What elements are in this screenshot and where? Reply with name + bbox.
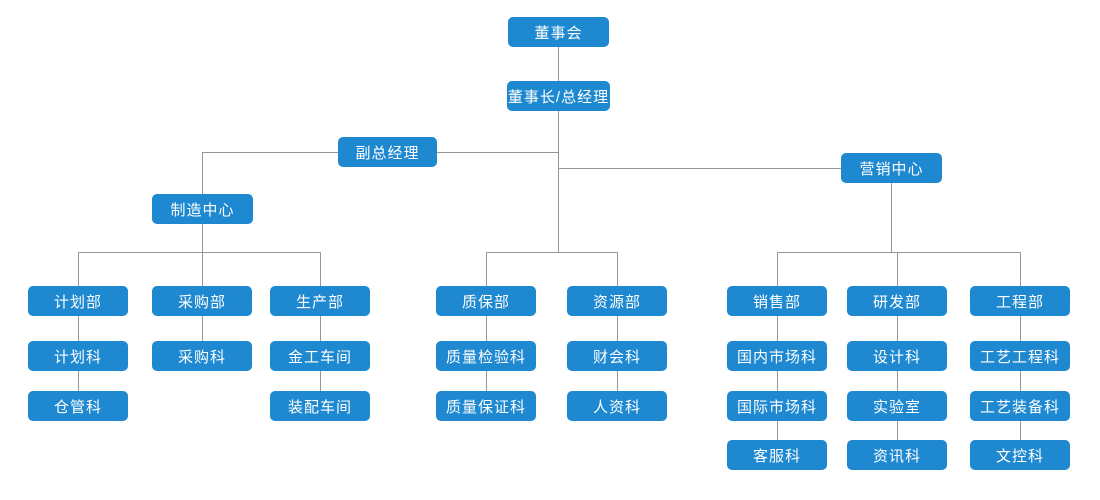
- connector-row2-row3: [78, 371, 1021, 391]
- org-node-domestic-market-section[interactable]: 国内市场科: [727, 341, 827, 371]
- org-node-resources-dept[interactable]: 资源部: [567, 286, 667, 316]
- org-node-intl-market-section[interactable]: 国际市场科: [727, 391, 827, 421]
- org-node-manufacturing-center[interactable]: 制造中心: [152, 194, 253, 224]
- org-node-design-section[interactable]: 设计科: [847, 341, 947, 371]
- connector-depts-row2: [78, 316, 1021, 341]
- org-node-purchasing-section[interactable]: 采购科: [152, 341, 252, 371]
- connector-marketing-children: [777, 252, 1021, 286]
- org-node-planning-dept[interactable]: 计划部: [28, 286, 128, 316]
- connector-manufacturing-children: [78, 252, 321, 286]
- org-node-laboratory[interactable]: 实验室: [847, 391, 947, 421]
- connector-row3-row4: [777, 421, 1021, 440]
- org-node-chairman-gm[interactable]: 董事长/总经理: [507, 81, 610, 111]
- org-node-document-control-section[interactable]: 文控科: [970, 440, 1070, 470]
- org-node-purchasing-dept[interactable]: 采购部: [152, 286, 252, 316]
- org-node-customer-service-section[interactable]: 客服科: [727, 440, 827, 470]
- org-node-warehouse-section[interactable]: 仓管科: [28, 391, 128, 421]
- org-node-rd-dept[interactable]: 研发部: [847, 286, 947, 316]
- org-node-quality-assurance-section[interactable]: 质量保证科: [436, 391, 536, 421]
- org-node-assembly-shop[interactable]: 装配车间: [270, 391, 370, 421]
- connector-deputy-gm-manufacturing-center: [202, 152, 338, 194]
- org-node-qa-dept[interactable]: 质保部: [436, 286, 536, 316]
- org-node-hr-section[interactable]: 人资科: [567, 391, 667, 421]
- connector-chairman-middle-depts: [486, 252, 618, 286]
- org-node-board[interactable]: 董事会: [508, 17, 609, 47]
- org-node-metalwork-shop[interactable]: 金工车间: [270, 341, 370, 371]
- org-node-process-equipment-section[interactable]: 工艺装备科: [970, 391, 1070, 421]
- org-node-deputy-gm[interactable]: 副总经理: [338, 137, 437, 167]
- org-node-process-engineering-section[interactable]: 工艺工程科: [970, 341, 1070, 371]
- org-node-quality-inspection-section[interactable]: 质量检验科: [436, 341, 536, 371]
- org-node-finance-accounting-section[interactable]: 财会科: [567, 341, 667, 371]
- org-node-marketing-center[interactable]: 营销中心: [841, 153, 942, 183]
- org-node-planning-section[interactable]: 计划科: [28, 341, 128, 371]
- org-node-production-dept[interactable]: 生产部: [270, 286, 370, 316]
- org-node-engineering-dept[interactable]: 工程部: [970, 286, 1070, 316]
- org-node-info-section[interactable]: 资讯科: [847, 440, 947, 470]
- org-node-sales-dept[interactable]: 销售部: [727, 286, 827, 316]
